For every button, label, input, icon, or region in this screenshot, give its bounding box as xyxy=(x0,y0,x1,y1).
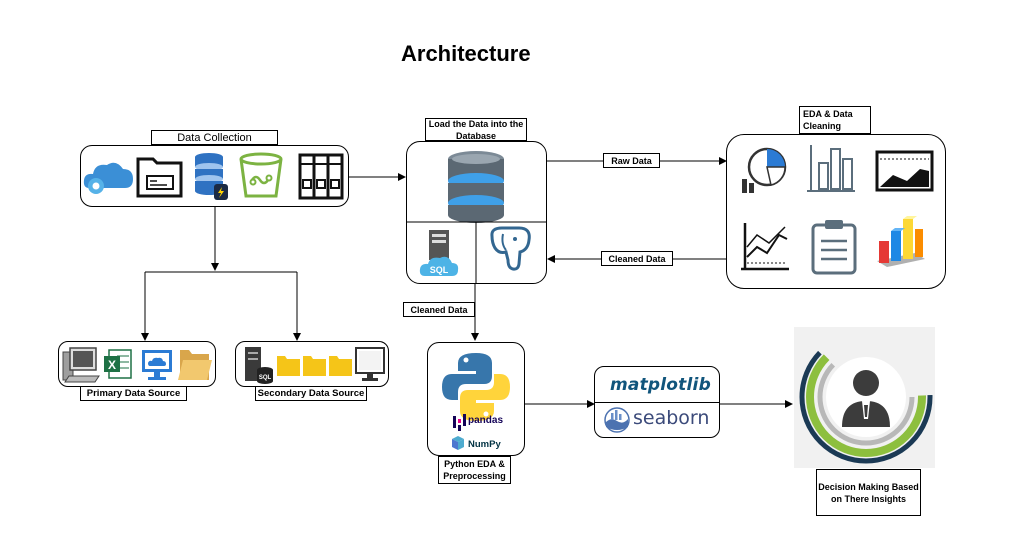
database-cloud-icon xyxy=(195,153,228,200)
cleaned-data-return-label: Cleaned Data xyxy=(601,251,673,266)
eda-label: EDA & Data Cleaning xyxy=(799,106,871,134)
decision-label: Decision Making Based on There Insights xyxy=(816,469,921,516)
seaborn-logo: seaborn xyxy=(633,407,710,429)
matplotlib-logo: matplotlib xyxy=(610,375,711,395)
python-box: pandas NumPy xyxy=(427,342,525,456)
raw-data-label: Raw Data xyxy=(603,153,660,168)
database-label: Load the Data into the Database xyxy=(425,118,527,141)
folder-icon xyxy=(277,356,300,376)
excel-icon: X xyxy=(104,349,132,379)
database-box: SQL xyxy=(406,141,547,284)
folder-icon xyxy=(178,350,212,380)
pandas-text: pandas xyxy=(468,415,504,426)
numpy-icon xyxy=(452,436,464,450)
data-collection-box xyxy=(80,145,349,207)
clipboard-icon xyxy=(811,220,857,275)
secondary-source-box: SQL xyxy=(235,341,389,387)
storage-bucket-icon xyxy=(239,152,283,198)
primary-source-label: Primary Data Source xyxy=(80,386,187,401)
data-collection-label: Data Collection xyxy=(151,130,278,145)
monitor-icon xyxy=(355,347,385,381)
decision-graphic xyxy=(794,327,935,468)
sql-server-icon: SQL xyxy=(245,347,273,384)
folder-icon xyxy=(303,356,326,376)
folder-icon xyxy=(329,356,352,376)
diagram-title: Architecture xyxy=(401,41,531,66)
svg-text:X: X xyxy=(108,358,116,372)
cleaned-data-down-label: Cleaned Data xyxy=(403,302,475,317)
svg-text:SQL: SQL xyxy=(259,375,272,381)
desktop-computer-icon xyxy=(62,347,100,383)
primary-source-box: X xyxy=(58,341,216,387)
bar-chart-icon xyxy=(807,145,855,192)
3d-bar-chart-icon xyxy=(877,216,925,267)
cloud-settings-icon xyxy=(83,162,133,194)
pie-chart-icon xyxy=(742,147,787,193)
pandas-icon xyxy=(453,414,466,431)
secondary-source-label: Secondary Data Source xyxy=(255,386,367,401)
svg-text:SQL: SQL xyxy=(430,265,449,275)
database-icon xyxy=(448,151,504,223)
folder-id-card-icon xyxy=(136,157,183,198)
seaborn-icon xyxy=(604,407,630,433)
file-cabinet-icon xyxy=(298,153,344,200)
cloud-monitor-icon xyxy=(142,350,172,380)
python-label: Python EDA & Preprocessing xyxy=(438,456,511,484)
area-chart-icon xyxy=(875,150,934,192)
viz-box: matplotlib seaborn xyxy=(594,366,720,438)
sql-server-icon: SQL xyxy=(419,230,459,276)
eda-box xyxy=(726,134,946,289)
python-logo-icon xyxy=(442,353,510,421)
numpy-text: NumPy xyxy=(468,439,501,450)
line-chart-icon xyxy=(741,223,789,271)
postgresql-icon xyxy=(490,226,531,271)
businessman-icon xyxy=(799,330,933,464)
